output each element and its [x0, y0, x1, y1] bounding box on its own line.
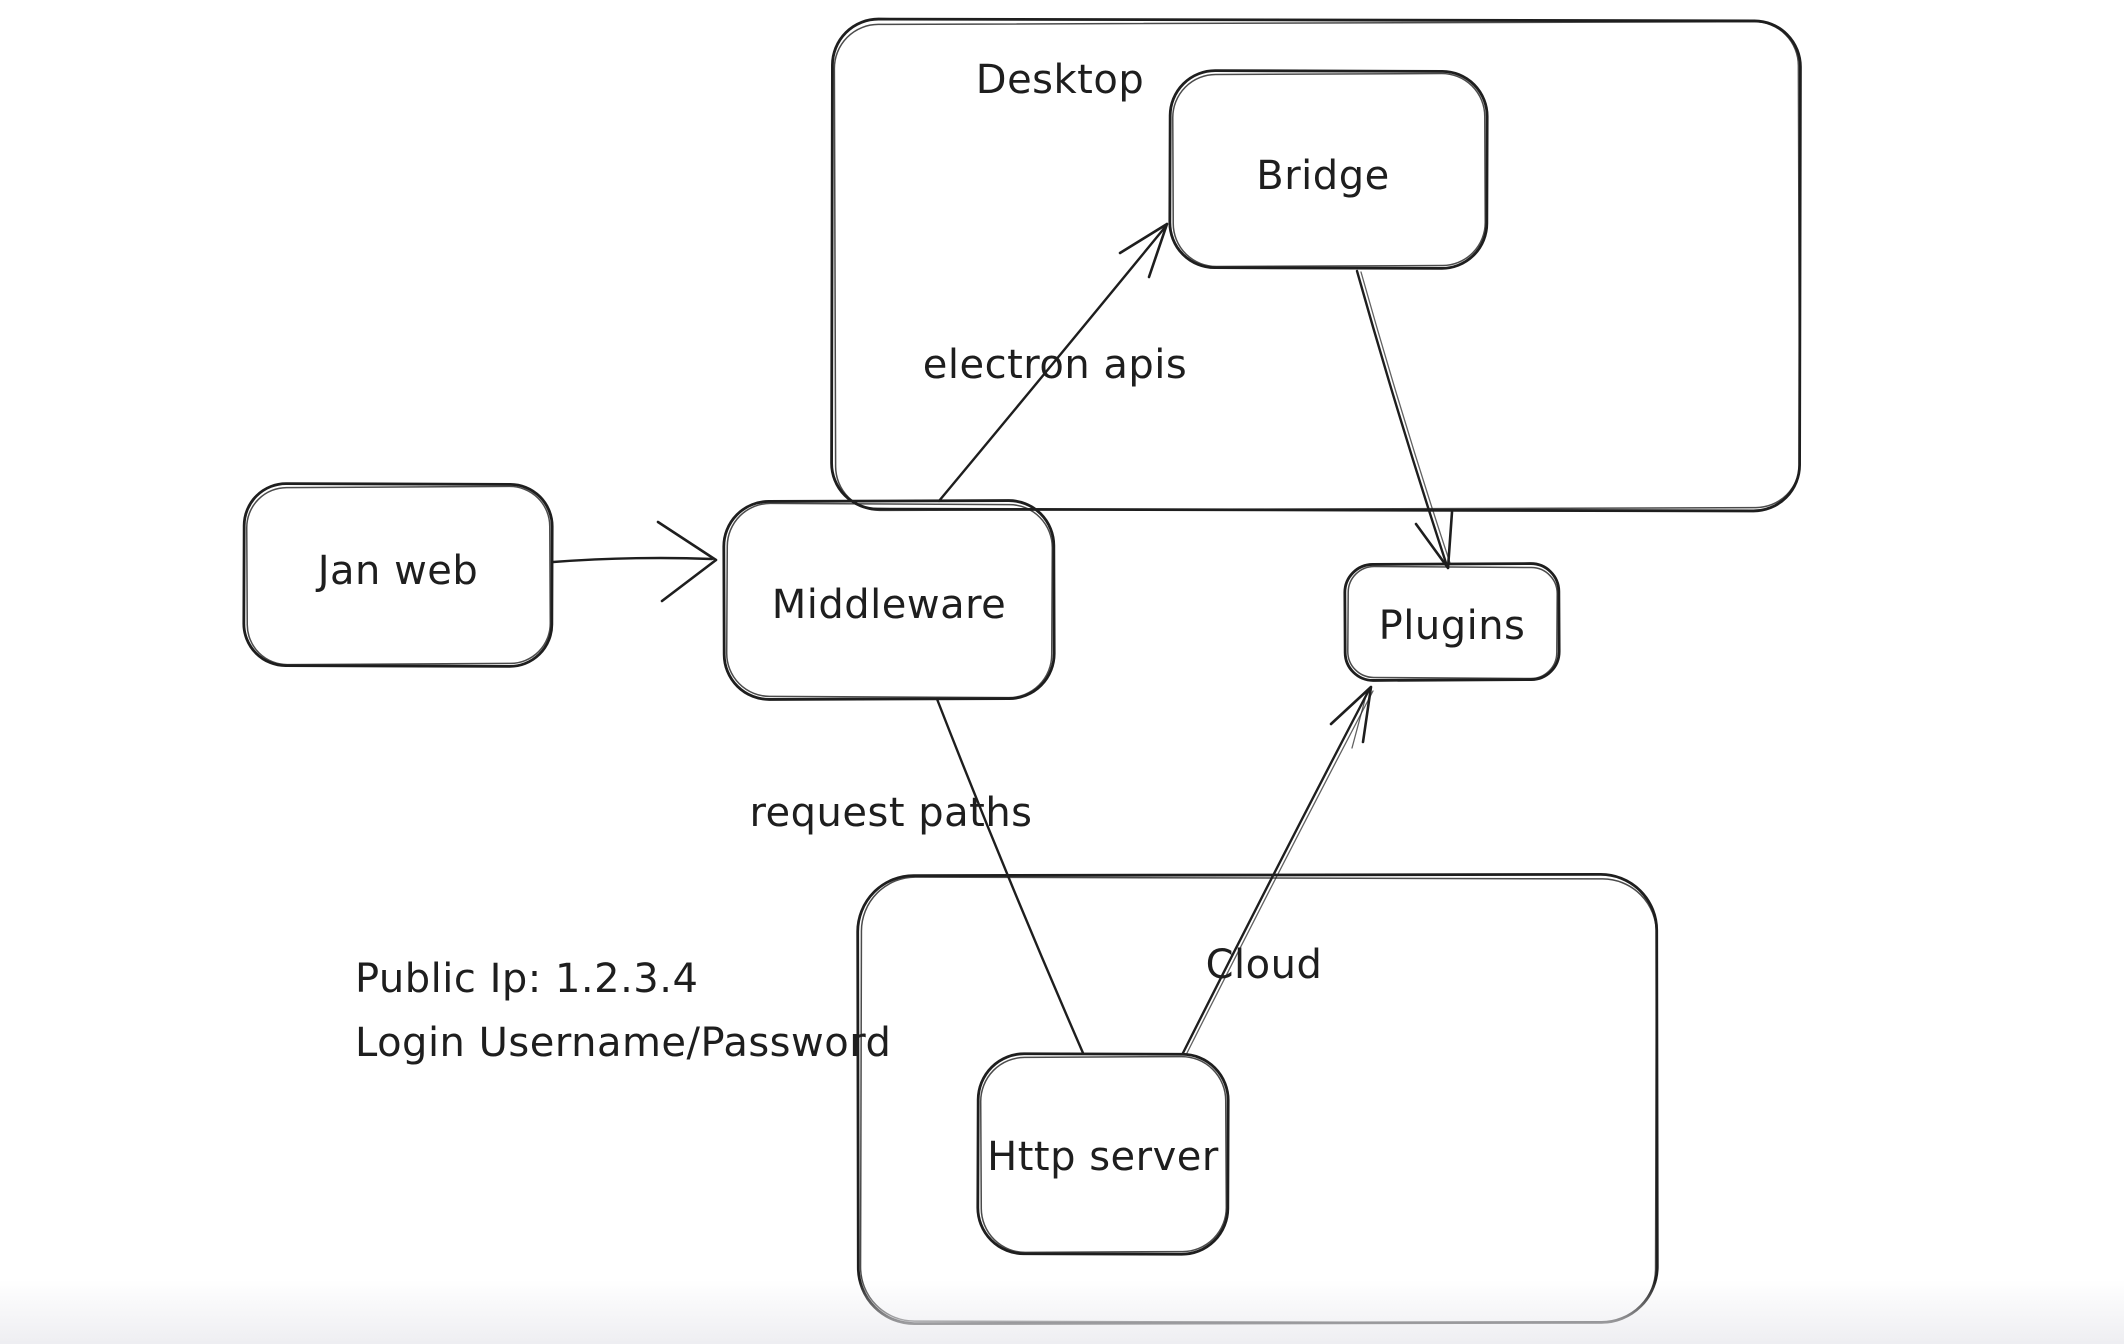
desktop-container: Desktop [830, 17, 1802, 513]
http-server-label: Http server [987, 1134, 1219, 1180]
edge-middleware-bridge: electron apis [923, 222, 1187, 503]
node-bridge: Bridge [1168, 69, 1489, 270]
note-public-ip: Public Ip: 1.2.3.4 [355, 956, 698, 1002]
http-server-box-sketch [979, 1055, 1228, 1254]
request-paths-label: request paths [749, 790, 1032, 836]
edge-janweb-middleware [551, 520, 718, 603]
edge-middleware-bridge-line [937, 224, 1168, 503]
electron-apis-label: electron apis [923, 342, 1187, 388]
bridge-label: Bridge [1256, 153, 1389, 199]
credentials-note: Public Ip: 1.2.3.4 Login Username/Passwo… [355, 956, 891, 1066]
edge-middleware-httpserver-line [935, 697, 1085, 1055]
note-login: Login Username/Password [355, 1020, 891, 1066]
edge-httpserver-plugins-line-sketch [1186, 690, 1374, 1054]
arrowhead-into-plugins-top [1414, 510, 1454, 570]
jan-web-box [242, 482, 554, 668]
bridge-box-sketch [1172, 72, 1486, 268]
plugins-box [1343, 562, 1561, 682]
edge-bridge-plugins-line-sketch [1360, 271, 1451, 564]
plugins-label: Plugins [1379, 603, 1526, 649]
node-http-server: Http server [976, 1052, 1230, 1256]
arrowhead-into-middleware [656, 520, 718, 603]
jan-web-label: Jan web [315, 548, 479, 594]
desktop-label: Desktop [976, 57, 1144, 103]
arrowhead-into-plugins-bottom [1329, 685, 1373, 744]
cloud-label: Cloud [1206, 942, 1323, 988]
edge-bridge-plugins-line [1355, 269, 1449, 568]
middleware-box-sketch [725, 502, 1054, 699]
bridge-box [1168, 69, 1489, 270]
middleware-box [722, 499, 1056, 701]
arrowhead-sketch-stroke [1351, 691, 1368, 749]
plugins-box-sketch [1347, 565, 1558, 680]
desktop-container-box-sketch [833, 20, 1801, 512]
edge-middleware-httpserver: request paths [749, 697, 1085, 1055]
node-middleware: Middleware [722, 499, 1056, 701]
edge-httpserver-plugins [1181, 685, 1374, 1055]
edge-httpserver-plugins-line [1181, 686, 1372, 1055]
node-plugins: Plugins [1343, 562, 1561, 682]
middleware-label: Middleware [772, 582, 1007, 628]
http-server-box [976, 1052, 1230, 1256]
edge-bridge-plugins [1355, 269, 1454, 570]
arrowhead-into-bridge [1118, 222, 1169, 279]
edge-janweb-middleware-line [551, 556, 714, 564]
jan-web-box-sketch [246, 485, 552, 666]
node-jan-web: Jan web [242, 482, 554, 668]
desktop-container-box [830, 17, 1802, 513]
